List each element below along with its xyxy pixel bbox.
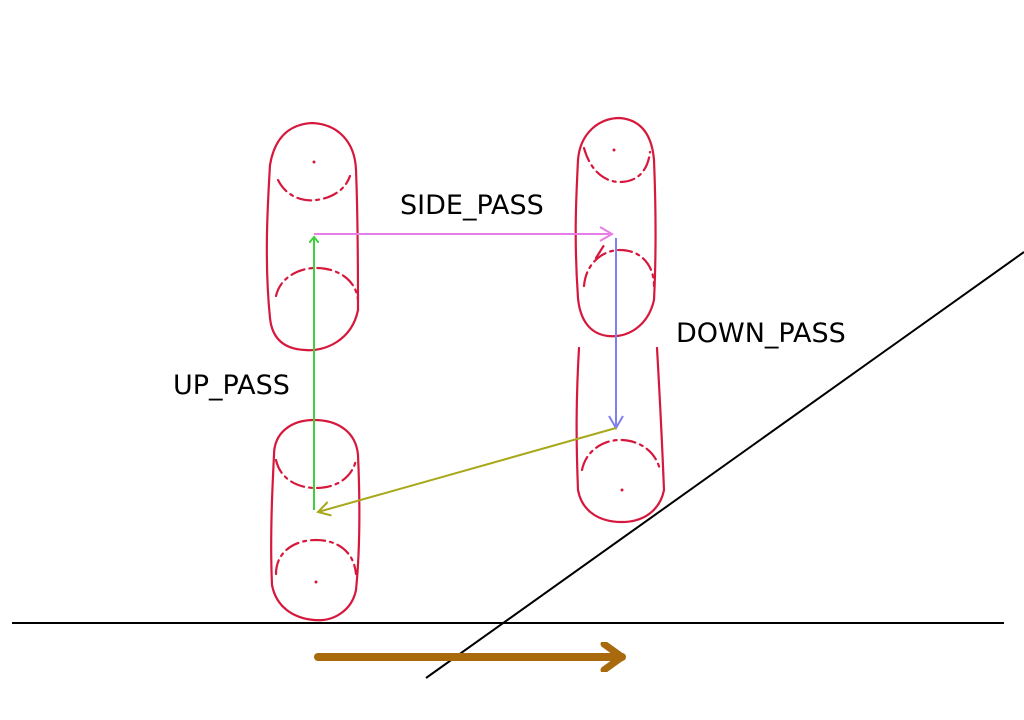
down-pass-label: DOWN_PASS (676, 318, 846, 349)
leg-top-right (574, 116, 657, 338)
up-pass-label: UP_PASS (173, 370, 290, 401)
leg-top-left (265, 121, 360, 352)
incline-line (425, 251, 1024, 679)
return-path-arrow (316, 427, 617, 517)
side-pass-label: SIDE_PASS (400, 190, 544, 221)
leg-bottom-left (270, 418, 361, 622)
leg-bottom-right (575, 346, 666, 524)
